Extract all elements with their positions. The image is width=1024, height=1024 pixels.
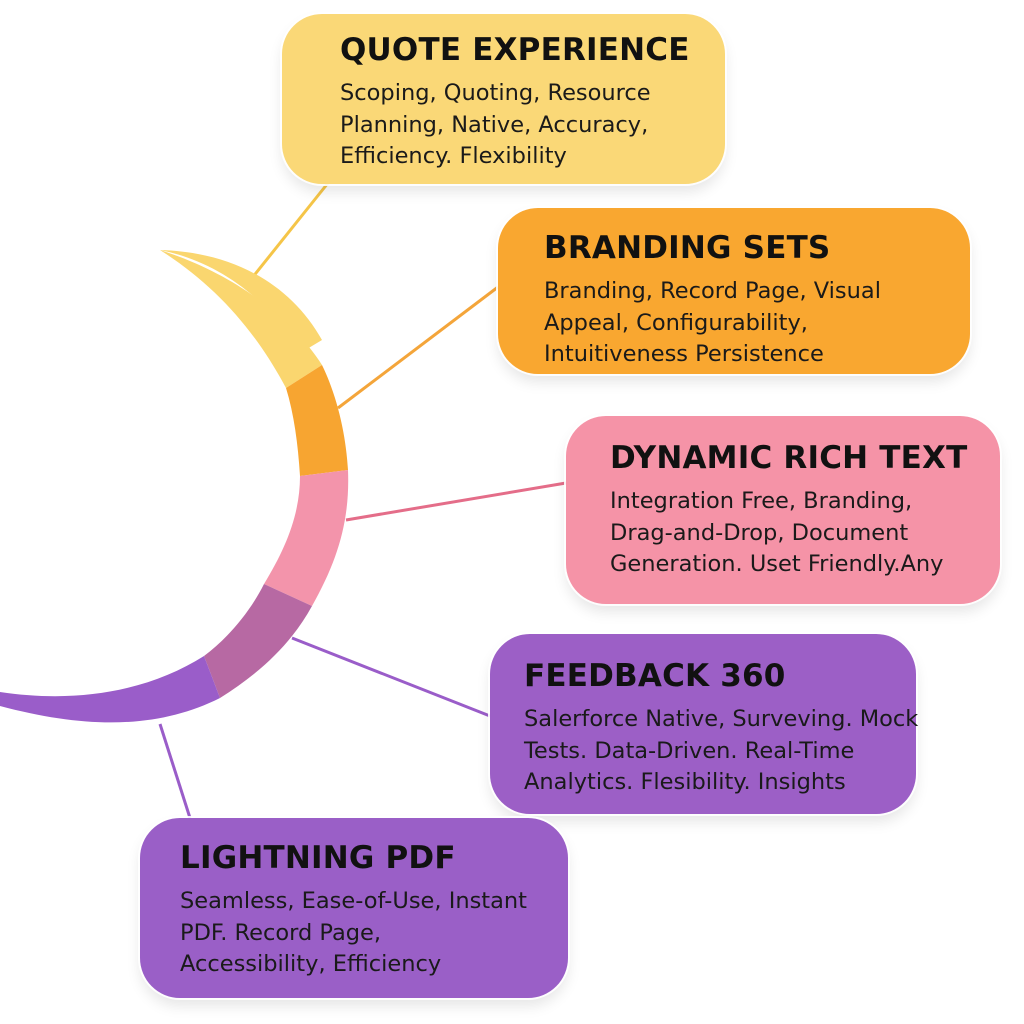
card-description: Branding, Record Page, Visual Appeal, Co… bbox=[544, 276, 946, 371]
arc-segment-orange bbox=[286, 365, 348, 476]
card-line: Intuitiveness Persistence bbox=[544, 341, 824, 367]
card-line: Salerforce Native, Surveving. Mock bbox=[524, 706, 919, 732]
card-title: LIGHTNING PDF bbox=[180, 840, 456, 876]
card-title: QUOTE EXPERIENCE bbox=[340, 32, 690, 68]
arc-segment-mauve bbox=[204, 584, 312, 698]
connector-quote bbox=[246, 182, 330, 284]
card-lightning-pdf: LIGHTNING PDF Seamless, Ease-of-Use, Ins… bbox=[140, 818, 568, 998]
card-line: Efficiency. Flexibility bbox=[340, 143, 567, 169]
card-line: Appeal, Configurability, bbox=[544, 309, 808, 336]
arc-segment-pink bbox=[264, 470, 349, 606]
card-line: PDF. Record Page, bbox=[180, 919, 382, 946]
connector-dynamic bbox=[345, 481, 567, 522]
card-title: FEEDBACK 360 bbox=[524, 658, 786, 694]
card-line: Integration Free, Branding, bbox=[610, 488, 913, 514]
connector-branding bbox=[337, 285, 499, 410]
card-quote-experience: QUOTE EXPERIENCE Scoping, Quoting, Resou… bbox=[282, 14, 725, 184]
card-title: BRANDING SETS bbox=[544, 230, 831, 266]
card-line: Branding, Record Page, Visual bbox=[544, 278, 881, 304]
connector-lightning bbox=[158, 723, 192, 819]
arc-segment-yellow-body bbox=[160, 250, 322, 388]
card-line: Seamless, Ease-of-Use, Instant bbox=[180, 888, 528, 914]
arc-segment-yellow bbox=[160, 250, 322, 352]
card-title: DYNAMIC RICH TEXT bbox=[610, 440, 968, 476]
card-line: Accessibility, Efficiency bbox=[180, 951, 442, 977]
card-branding-sets: BRANDING SETS Branding, Record Page, Vis… bbox=[498, 208, 970, 374]
card-description: Integration Free, Branding, Drag-and-Dro… bbox=[610, 486, 976, 581]
card-description: Salerforce Native, Surveving. Mock Tests… bbox=[524, 704, 919, 799]
card-feedback-360: FEEDBACK 360 Salerforce Native, Survevin… bbox=[490, 634, 919, 814]
card-description: Seamless, Ease-of-Use, Instant PDF. Reco… bbox=[180, 886, 544, 981]
card-description: Scoping, Quoting, Resource Planning, Nat… bbox=[340, 78, 701, 173]
connector-feedback bbox=[291, 636, 491, 718]
card-line: Tests. Data-Driven. Real-Time bbox=[524, 737, 855, 764]
card-line: Generation. Uset Friendly.Any bbox=[610, 551, 944, 577]
card-dynamic-rich-text: DYNAMIC RICH TEXT Integration Free, Bran… bbox=[566, 416, 1000, 604]
arc-segment-purple bbox=[0, 656, 220, 723]
card-line: Scoping, Quoting, Resource bbox=[340, 80, 651, 106]
card-line: Analytics. Flesibility. Insights bbox=[524, 769, 846, 795]
card-line: Drag-and-Drop, Document bbox=[610, 519, 909, 546]
card-line: Planning, Native, Accuracy, bbox=[340, 111, 649, 138]
